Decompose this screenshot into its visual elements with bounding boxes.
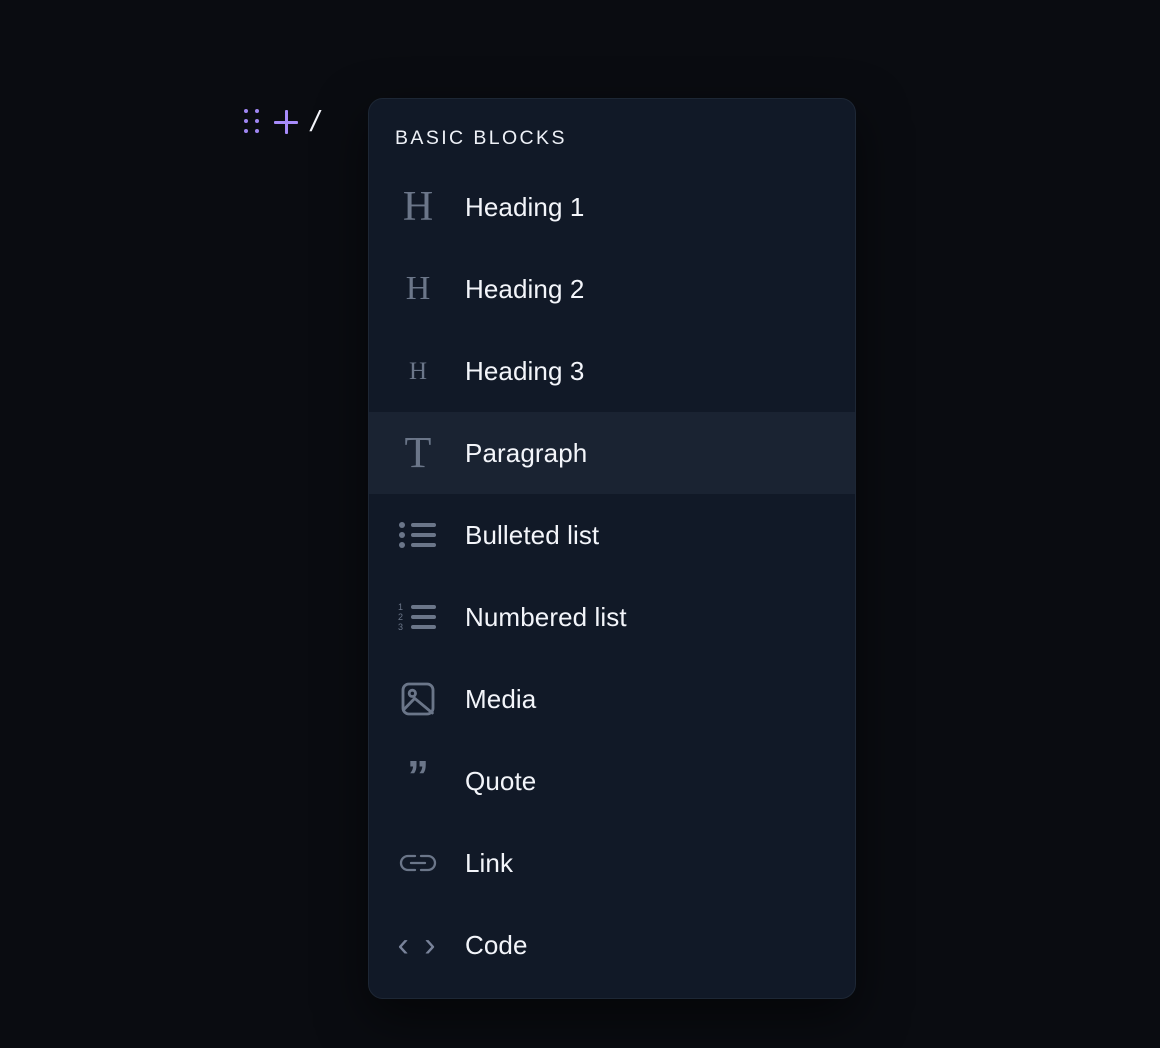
paragraph-icon-wrap: T: [395, 430, 441, 476]
slash-menu-item-label: Link: [465, 848, 514, 878]
slash-menu-item-paragraph[interactable]: T Paragraph: [369, 412, 855, 494]
drag-dot: [244, 119, 248, 123]
drag-dot: [254, 129, 259, 133]
slash-menu-item-heading-3[interactable]: H Heading 3: [369, 330, 855, 412]
slash-menu-item-code[interactable]: ‹ › Code: [369, 904, 855, 986]
slash-menu-item-quote[interactable]: ” Quote: [369, 740, 855, 822]
paragraph-icon: T: [404, 428, 432, 477]
heading-1-icon-wrap: H: [395, 184, 441, 230]
slash-menu-item-label: Code: [465, 930, 528, 960]
slash-menu-item-label: Numbered list: [465, 602, 627, 632]
drag-handle-icon[interactable]: [244, 109, 260, 135]
svg-text:3: 3: [398, 622, 403, 632]
quote-icon-wrap: ”: [395, 752, 441, 804]
slash-menu-item-label: Paragraph: [465, 438, 588, 468]
drag-dot: [254, 109, 259, 113]
svg-text:1: 1: [398, 602, 403, 612]
slash-menu-item-link[interactable]: Link: [369, 822, 855, 904]
heading-2-icon: H: [405, 270, 431, 307]
drag-dot: [254, 119, 259, 123]
editor-gutter: /: [244, 100, 319, 144]
media-icon-wrap: [395, 676, 441, 722]
slash-menu-item-label: Heading 2: [465, 274, 585, 304]
slash-menu-item-media[interactable]: Media: [369, 658, 855, 740]
slash-menu-item-heading-1[interactable]: H Heading 1: [369, 166, 855, 248]
slash-menu-item-label: Heading 1: [465, 192, 585, 222]
heading-3-icon: H: [408, 357, 428, 385]
code-icon-wrap: ‹ ›: [395, 922, 441, 968]
drag-dot: [244, 109, 248, 113]
numbered-list-icon: 123: [398, 602, 436, 632]
svg-text:2: 2: [398, 612, 403, 622]
slash-menu-item-bulleted-list[interactable]: Bulleted list: [369, 494, 855, 576]
link-icon-wrap: [395, 840, 441, 886]
heading-2-icon-wrap: H: [395, 266, 441, 312]
media-icon: [401, 682, 435, 716]
slash-menu-item-label: Heading 3: [465, 356, 585, 386]
slash-menu-item-heading-2[interactable]: H Heading 2: [369, 248, 855, 330]
code-icon: ‹ ›: [397, 926, 439, 964]
slash-command-trigger[interactable]: /: [311, 105, 320, 138]
slash-command-menu: BASIC BLOCKS H Heading 1 H Heading 2 H Headin…: [368, 98, 856, 999]
link-icon: [399, 854, 437, 872]
bulleted-list-icon: [399, 522, 436, 548]
slash-menu-list: H Heading 1 H Heading 2 H Heading 3 T Paragraph…: [369, 166, 855, 998]
slash-menu-item-label: Bulleted list: [465, 520, 600, 550]
bulleted-list-icon-wrap: [395, 512, 441, 558]
drag-dot: [244, 129, 248, 133]
heading-1-icon: H: [402, 184, 434, 230]
heading-3-icon-wrap: H: [395, 348, 441, 394]
slash-menu-item-label: Media: [465, 684, 537, 714]
quote-icon: ”: [407, 752, 429, 801]
slash-menu-item-label: Quote: [465, 766, 537, 796]
slash-menu-section-title: BASIC BLOCKS: [395, 127, 567, 149]
add-block-plus-icon[interactable]: [272, 108, 300, 136]
